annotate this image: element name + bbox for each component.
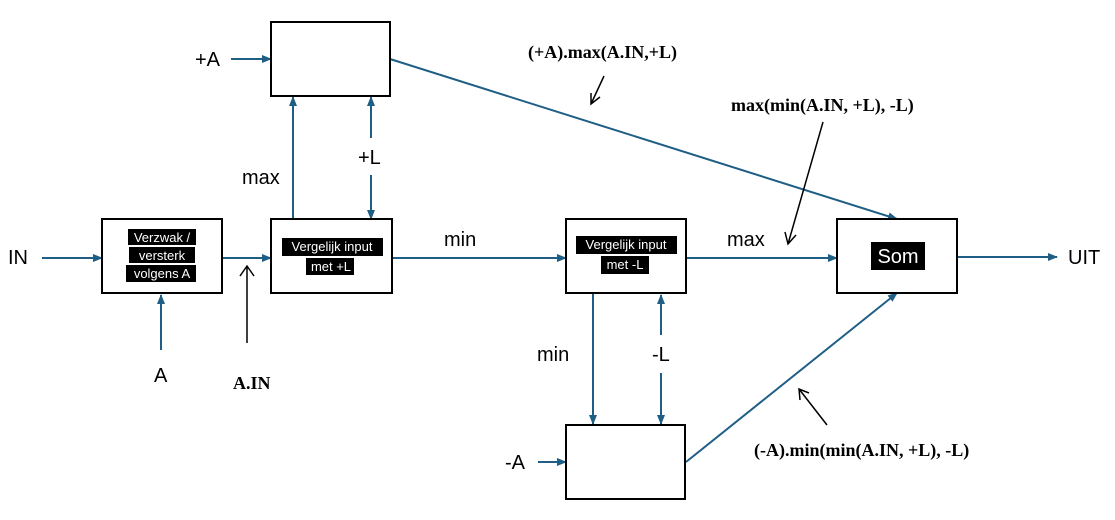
ain-annotation: A.IN [233, 373, 271, 393]
comparator-plus-line2-highlight [306, 258, 354, 275]
comparator-plus-line1-highlight [282, 238, 383, 256]
minus-a-label: -A [505, 452, 526, 474]
annotation-pointers [239, 75, 828, 426]
attenuator-line2-highlight [129, 247, 195, 263]
min-mid-label: min [444, 229, 476, 251]
attenuator-line1-highlight [128, 229, 196, 245]
attenuator-label-line3: volgens A [134, 266, 191, 281]
comparator-minus-l-block [565, 218, 687, 294]
comparator-minus-label-line1: Vergelijk input [586, 237, 667, 252]
sum-label: Som [877, 246, 918, 268]
bottom-annotation: (-A).min(min(A.IN, +L), -L) [754, 440, 969, 461]
comparator-minus-label-line2: met -L [607, 257, 644, 272]
plus-a-label: +A [195, 49, 221, 71]
top-multiplier-block [270, 21, 391, 97]
ain-pointer-arrow [239, 264, 255, 343]
attenuator-label-line1: Verzwak / [134, 230, 191, 245]
max-top-label: max [242, 167, 280, 189]
top-annotation-pointer-arrow [590, 75, 605, 106]
min-bottom-label: min [537, 344, 569, 366]
plus-l-label: +L [358, 147, 381, 169]
bottom-annotation-pointer-arrow [798, 387, 828, 426]
comparator-plus-label-line1: Vergelijk input [292, 239, 373, 254]
a-label: A [154, 365, 168, 387]
middle-annotation: max(min(A.IN, +L), -L) [731, 95, 914, 116]
attenuator-line3-highlight [126, 265, 196, 282]
comparator-plus-label-line2: met +L [311, 259, 351, 274]
bottom-multiplier-block [565, 424, 686, 500]
middle-annotation-pointer-arrow [784, 121, 824, 246]
out-label: UIT [1068, 247, 1100, 269]
bottom-block-to-sum-arrow [685, 292, 898, 463]
in-label: IN [8, 247, 28, 269]
sum-label-highlight [871, 242, 925, 270]
top-block-to-sum-arrow [389, 58, 898, 221]
connections [42, 55, 1058, 466]
top-annotation: (+A).max(A.IN,+L) [528, 42, 677, 63]
comparator-minus-line2-highlight [601, 256, 649, 274]
max-mid-label: max [727, 229, 765, 251]
attenuator-label-line2: versterk [139, 248, 186, 263]
minus-l-label: -L [652, 344, 670, 366]
sum-block [836, 218, 958, 294]
comparator-minus-line1-highlight [576, 236, 677, 254]
